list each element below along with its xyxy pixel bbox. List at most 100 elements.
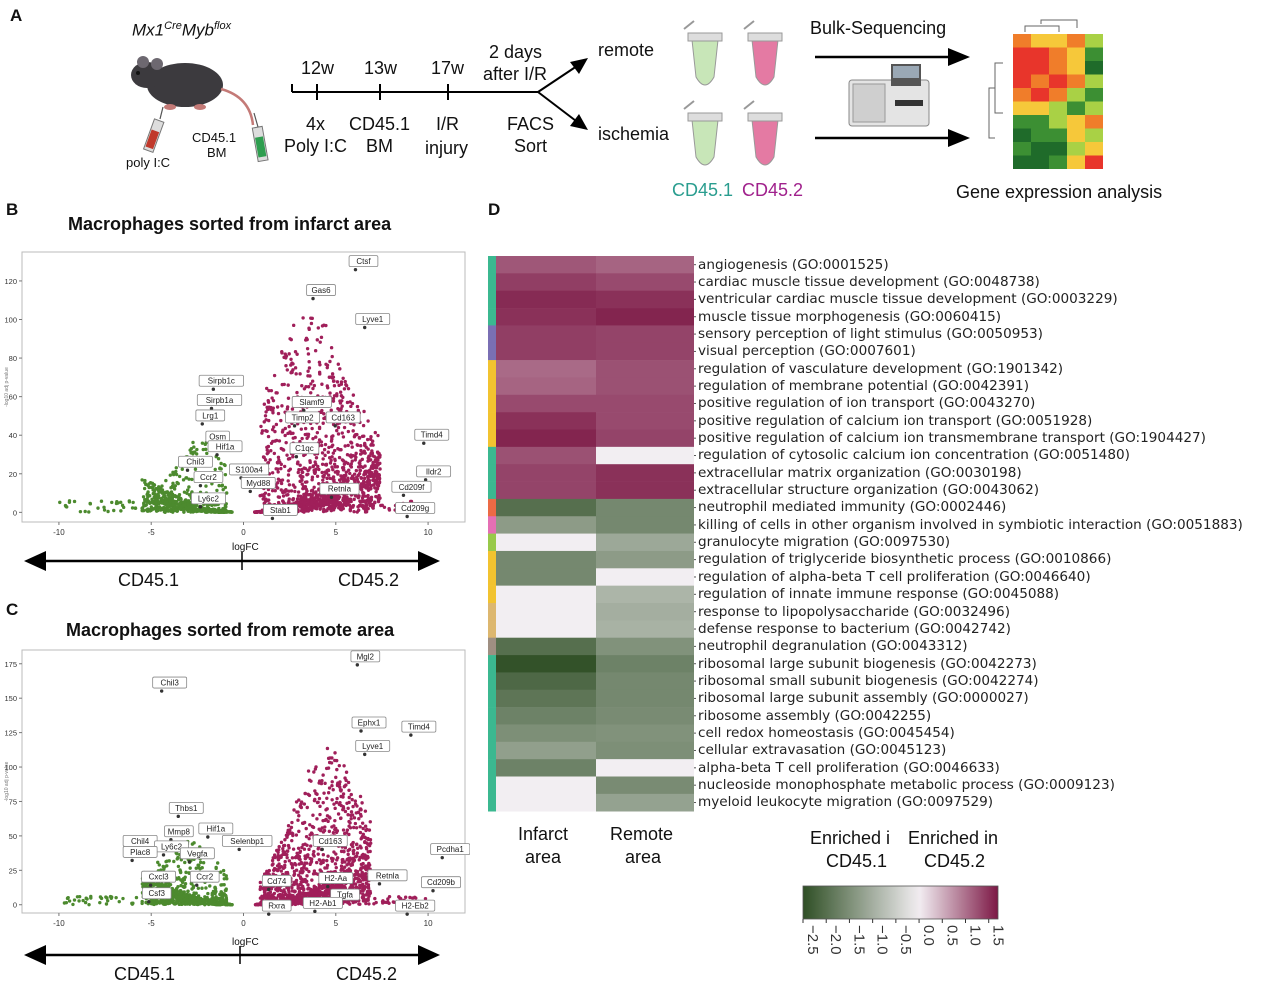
data-point (285, 493, 289, 497)
gene-label-box (240, 477, 276, 489)
data-point (163, 497, 168, 501)
data-point (204, 484, 208, 488)
data-point (368, 820, 372, 824)
timeline-bottom-1b: Poly I:C (284, 136, 348, 156)
heatmap-cell-remote (596, 342, 694, 361)
data-point (263, 458, 268, 462)
mini-heatmap-cell (1085, 34, 1103, 48)
data-point (296, 490, 301, 494)
mini-heatmap-cell (1049, 74, 1067, 88)
cluster-color-bar (488, 568, 496, 586)
data-point (305, 861, 309, 865)
gene-label-box (207, 440, 243, 453)
labelled-point (326, 884, 330, 889)
data-point (178, 892, 183, 897)
cluster-color-bar (488, 759, 496, 777)
data-point (374, 489, 378, 494)
data-point (317, 426, 322, 431)
data-point (211, 889, 216, 894)
data-point (352, 472, 357, 476)
heatmap-cell-remote (596, 464, 694, 482)
x-tick-label: 5 (334, 919, 339, 928)
gene-label-box (367, 869, 408, 882)
data-point (287, 468, 291, 473)
heatmap-cell-remote (596, 429, 694, 448)
mini-heatmap-cell (1013, 61, 1031, 75)
data-point (324, 817, 328, 822)
data-point (195, 897, 200, 902)
data-point (366, 850, 370, 854)
labelled-point (130, 858, 134, 863)
timeline-top-3: 17w (431, 58, 465, 78)
cluster-color-bar (488, 689, 496, 708)
data-point (320, 408, 324, 413)
data-point (303, 466, 308, 471)
data-point (339, 864, 344, 868)
go-term-label: regulation of innate immune response (GO… (698, 586, 1060, 603)
data-point (313, 871, 318, 876)
panel-letter-a: A (10, 6, 23, 25)
go-term-label: neutrophil degranulation (GO:0043312) (698, 638, 968, 655)
panel-b-xlabel: logFC (232, 542, 259, 553)
cluster-color-bar (488, 446, 496, 465)
mini-heatmap-cell (1031, 34, 1049, 48)
heatmap-cell-remote (596, 585, 694, 604)
go-term-label: muscle tissue morphogenesis (GO:0060415) (698, 308, 1002, 325)
data-point (284, 356, 288, 360)
gene-label: Tgfa (337, 891, 354, 900)
data-point (301, 865, 306, 870)
data-point (216, 861, 220, 865)
timeline-bottom-3a: I/R (436, 114, 460, 134)
gene-label: Rxra (268, 902, 285, 911)
data-point (143, 478, 147, 483)
data-point (72, 898, 77, 902)
data-point (315, 496, 320, 500)
data-point (156, 505, 161, 510)
mini-heatmap-cell (1085, 74, 1103, 88)
data-point (312, 485, 316, 489)
data-point (287, 859, 292, 863)
data-point (87, 510, 91, 514)
data-point (332, 448, 337, 453)
data-point (65, 896, 70, 901)
data-point (186, 889, 190, 894)
gene-label: Chil4 (131, 837, 150, 846)
data-point (221, 868, 226, 873)
data-point (336, 472, 340, 476)
data-point (361, 852, 365, 857)
data-point (267, 418, 271, 423)
legend-cd451-line1: Enriched i (810, 828, 891, 848)
data-point (343, 809, 348, 814)
heatmap-cell-infarct (496, 620, 596, 638)
data-point (272, 891, 277, 896)
panel-a: Mx1CreMybflox poly I:C CD45.1 BM (0, 0, 1280, 205)
data-point (339, 380, 344, 384)
data-point (353, 458, 358, 462)
data-point (368, 437, 373, 442)
branch-remote-label: remote (598, 40, 655, 60)
syringe-poly-ic-icon (142, 106, 165, 153)
data-point (360, 434, 365, 439)
data-point (170, 494, 175, 498)
data-point (281, 890, 285, 894)
data-point (330, 465, 334, 469)
data-point (346, 499, 350, 504)
data-point (105, 899, 110, 903)
data-point (276, 857, 281, 862)
data-point (157, 488, 161, 492)
data-point (268, 890, 272, 895)
data-point (339, 508, 344, 512)
data-point (315, 800, 320, 805)
data-point (150, 501, 155, 505)
data-point (330, 857, 335, 862)
data-point (308, 823, 312, 827)
heatmap-cell-infarct (496, 429, 596, 448)
data-point (289, 357, 293, 361)
data-point (221, 487, 225, 492)
data-point (220, 894, 225, 898)
data-point (162, 867, 166, 871)
data-point (102, 508, 107, 512)
data-point (323, 825, 327, 829)
data-point (173, 471, 177, 475)
data-point (387, 901, 391, 905)
